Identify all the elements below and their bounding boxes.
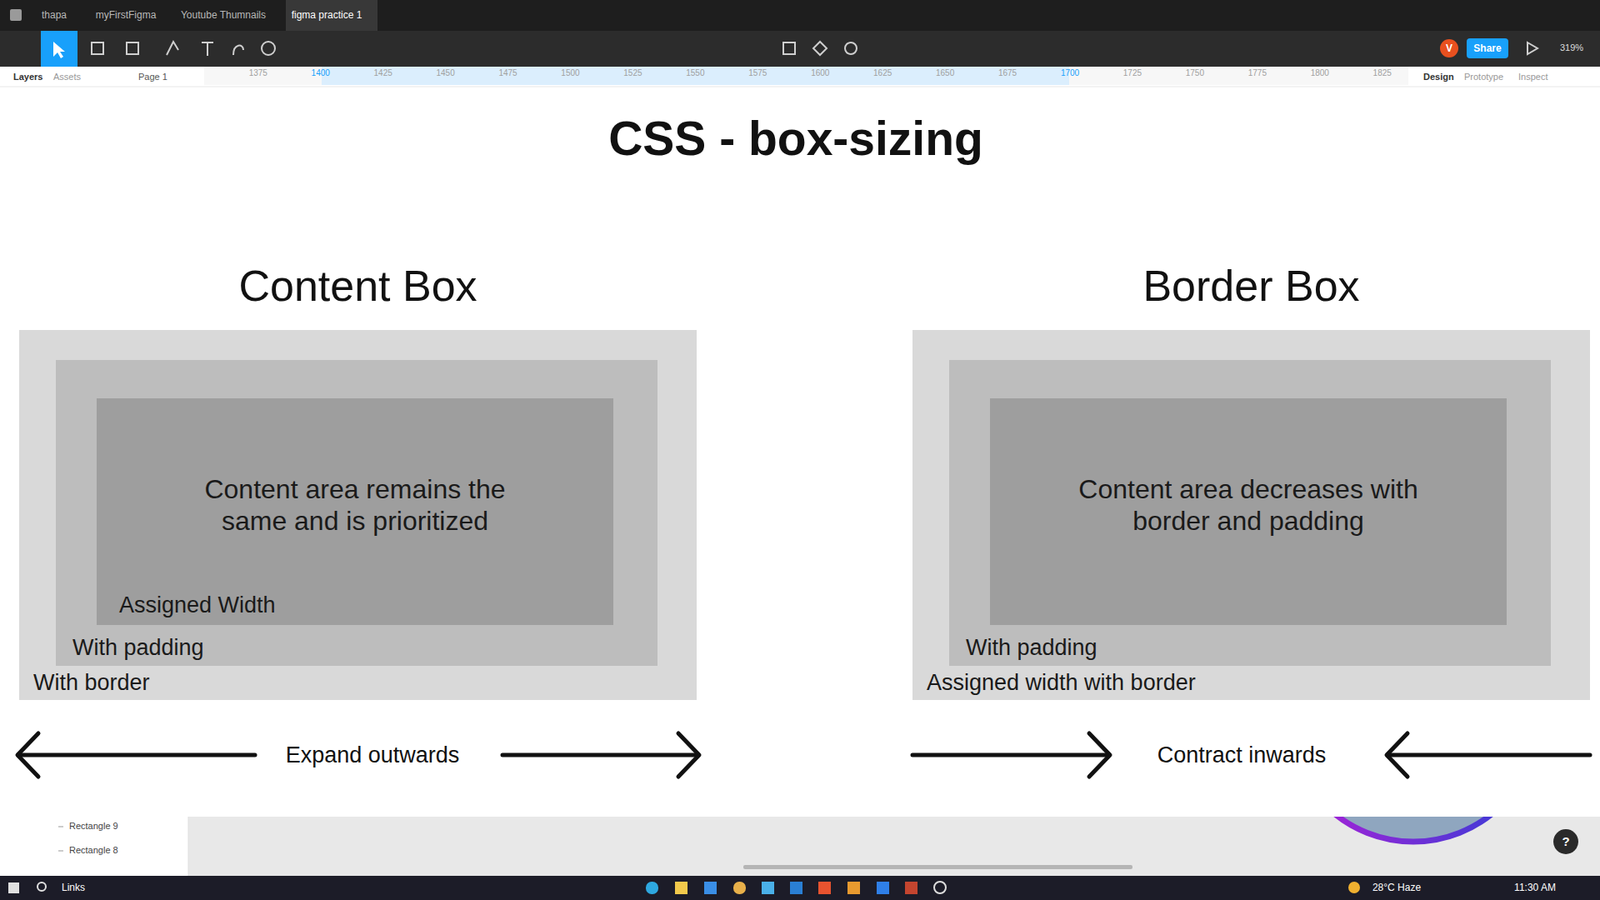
layers-panel bbox=[0, 816, 189, 876]
avatar-circle bbox=[1440, 39, 1459, 58]
file-tab: figma practice 1 bbox=[291, 9, 363, 21]
content-area: Content area decreases with border and p… bbox=[990, 398, 1507, 625]
ruler-number: 1475 bbox=[498, 68, 517, 79]
scrollbar bbox=[743, 865, 1133, 870]
help-icon: ? bbox=[1561, 834, 1570, 850]
help-button bbox=[1553, 829, 1579, 855]
diagram-title: CSS - box-sizing bbox=[608, 110, 984, 167]
ruler-number: 1725 bbox=[1123, 68, 1142, 79]
padding-area: With padding Content area decreases with … bbox=[949, 360, 1551, 666]
cursor-icon bbox=[53, 41, 65, 59]
layer-label: With border bbox=[33, 669, 150, 696]
file-tab: thapa bbox=[41, 9, 67, 21]
content-text: Content area decreases with border and p… bbox=[990, 472, 1507, 537]
ruler-number: 1675 bbox=[998, 68, 1017, 79]
ruler-number: 1825 bbox=[1373, 68, 1392, 79]
ruler-number: 1750 bbox=[1185, 68, 1205, 79]
padding-area: With padding Content area remains the sam… bbox=[55, 360, 658, 666]
avatar-initial: V bbox=[1445, 42, 1453, 55]
layer-label: Assigned Width bbox=[119, 591, 276, 619]
content-area: Content area remains the same and is pri… bbox=[96, 398, 614, 625]
ruler-number: 1800 bbox=[1310, 68, 1330, 79]
ruler bbox=[204, 66, 1409, 85]
zoom-level: 319% bbox=[1560, 42, 1584, 54]
layer-label: With padding bbox=[965, 634, 1098, 661]
page-name: Page 1 bbox=[138, 71, 168, 83]
search-label: Links bbox=[61, 881, 85, 894]
panel-tab: Design bbox=[1423, 71, 1455, 83]
layer-name: Rectangle 8 bbox=[69, 845, 119, 856]
clock: 11:30 AM bbox=[1514, 881, 1556, 894]
active-tab bbox=[285, 0, 378, 31]
direction-arrows bbox=[17, 733, 1590, 777]
weather: 28°C Haze bbox=[1372, 881, 1421, 894]
panel-tab: Prototype bbox=[1464, 71, 1504, 83]
tool-icons bbox=[91, 41, 1538, 56]
home-icon bbox=[10, 9, 22, 21]
ruler-number: 1375 bbox=[249, 68, 268, 79]
layer-name: Rectangle 9 bbox=[69, 820, 119, 832]
layer-label: Assigned width with border bbox=[926, 669, 1196, 696]
box-heading: Content Box bbox=[19, 260, 697, 312]
border-area: Content BoxWith borderWith paddingConten… bbox=[19, 330, 697, 700]
ruler-number: 1450 bbox=[435, 68, 455, 79]
panel-header bbox=[0, 66, 1600, 87]
ruler-number: 1600 bbox=[810, 68, 830, 79]
ruler-number: 1425 bbox=[374, 68, 393, 79]
ruler-number: 1400 bbox=[311, 68, 330, 79]
ruler-number: 1500 bbox=[560, 68, 580, 79]
panel-divider bbox=[188, 816, 190, 876]
ruler-number: 1575 bbox=[748, 68, 767, 79]
ruler-selection bbox=[321, 66, 1070, 85]
ruler-number: 1775 bbox=[1248, 68, 1267, 79]
ruler-number: 1625 bbox=[873, 68, 892, 79]
arrow-caption: Expand outwards bbox=[285, 741, 460, 769]
share-button bbox=[1466, 38, 1509, 59]
ruler-number: 1525 bbox=[623, 68, 642, 79]
box-heading: Border Box bbox=[912, 260, 1590, 312]
file-tab: Youtube Thumnails bbox=[180, 9, 266, 21]
content-text: Content area remains the same and is pri… bbox=[96, 472, 614, 537]
share-label: Share bbox=[1473, 42, 1501, 55]
move-tool bbox=[40, 30, 78, 67]
tab-bar bbox=[0, 0, 1600, 31]
border-area: Border BoxAssigned width with borderWith… bbox=[912, 330, 1590, 700]
layer-dash bbox=[58, 850, 64, 852]
ruler-number: 1700 bbox=[1060, 68, 1080, 79]
webcam-overlay bbox=[1288, 816, 1539, 842]
panel-border bbox=[0, 86, 1600, 88]
file-tab: myFirstFigma bbox=[95, 9, 157, 21]
layer-dash bbox=[58, 826, 64, 828]
ruler-number: 1650 bbox=[935, 68, 955, 79]
toolbar bbox=[0, 30, 1600, 67]
panel-tab: Assets bbox=[53, 71, 81, 83]
taskbar bbox=[0, 875, 1600, 900]
layer-label: With padding bbox=[72, 634, 205, 661]
arrow-caption: Contract inwards bbox=[1157, 741, 1327, 769]
panel-tab: Inspect bbox=[1518, 71, 1548, 83]
panel-tab: Layers bbox=[13, 71, 43, 83]
taskbar-icons bbox=[8, 881, 1360, 895]
ruler-number: 1550 bbox=[685, 68, 705, 79]
